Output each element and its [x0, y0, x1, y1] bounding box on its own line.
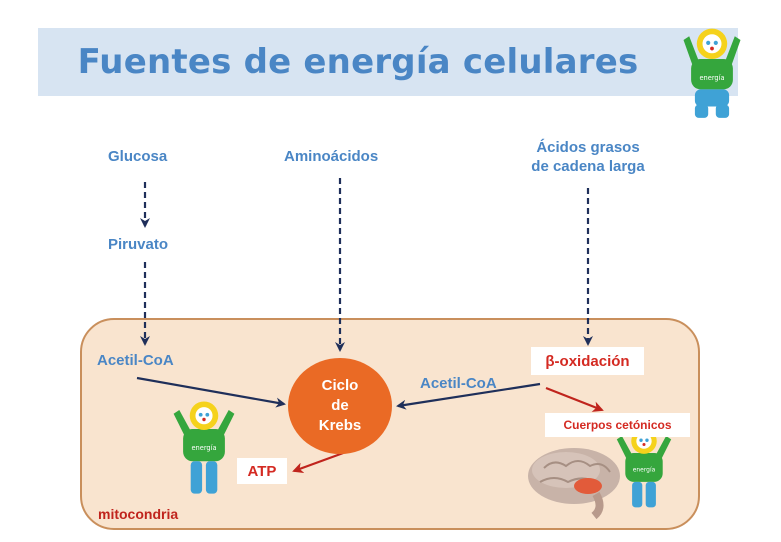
label-piruvato: Piruvato: [108, 236, 169, 253]
mascot-top-right: energía: [683, 28, 741, 118]
brain-illustration: [528, 448, 620, 520]
label-acetil-coa-right: Acetil-CoA: [420, 375, 497, 392]
label-glucosa: Glucosa: [108, 148, 168, 165]
mascot-label: energía: [633, 467, 656, 474]
label-mitocondria: mitocondria: [98, 506, 179, 522]
page-title: Fuentes de energía celulares: [77, 42, 639, 82]
krebs-label: Ciclo de Krebs: [318, 377, 362, 434]
arrow-acetilcoa-krebs: [136, 376, 286, 408]
label-acetil-coa-left: Acetil-CoA: [97, 352, 174, 369]
krebs-cycle-circle: Ciclo de Krebs: [288, 358, 392, 454]
mascot-label: energía: [699, 74, 724, 82]
label-aminoacidos: Aminoácidos: [284, 148, 379, 165]
mascot-right: energía: [616, 428, 672, 508]
label-acidos-grasos: Ácidos grasos de cadena larga: [531, 139, 645, 175]
label-atp: ATP: [237, 458, 287, 484]
mascot-label: energía: [191, 444, 216, 452]
arrow-betaox-cetonicos: [545, 386, 604, 412]
label-beta-oxidacion: β-oxidación: [531, 347, 644, 375]
arrow-betaox-krebs: [396, 382, 541, 410]
title-band: [38, 28, 738, 96]
label-cuerpos-cetonicos: Cuerpos cetónicos: [545, 413, 690, 437]
mascot-left: energía: [173, 401, 235, 494]
arrow-krebs-atp: [292, 450, 347, 474]
